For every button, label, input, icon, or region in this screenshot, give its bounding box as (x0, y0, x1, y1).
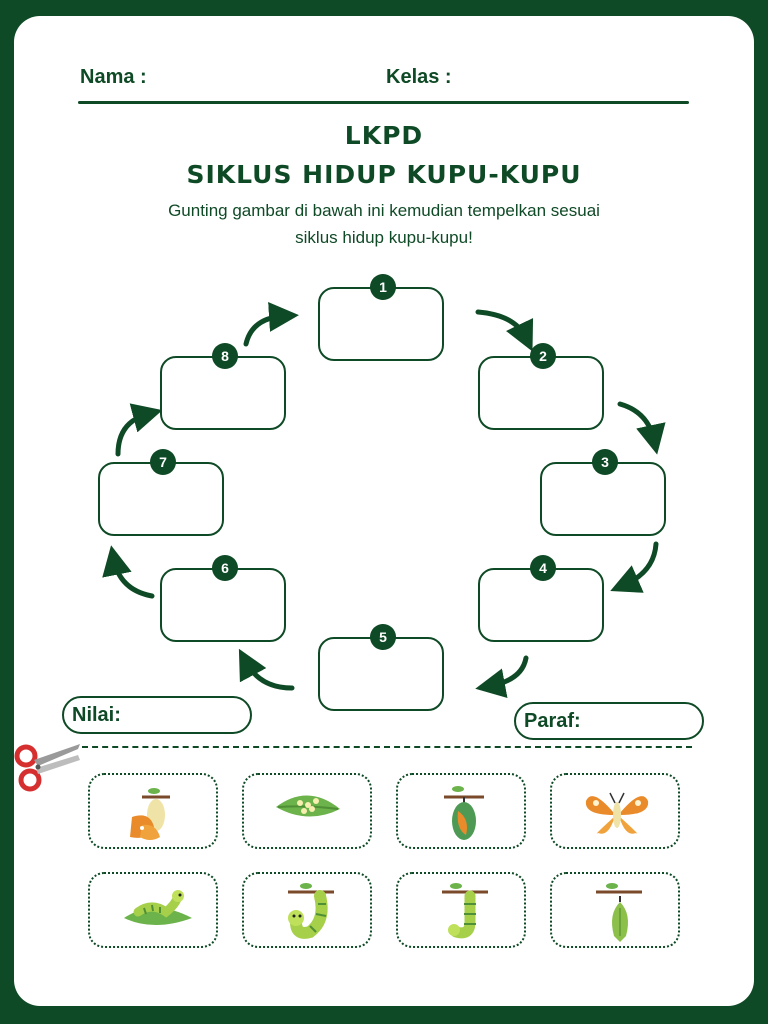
cut-line (82, 746, 692, 748)
paraf-label: Paraf: (524, 710, 581, 732)
header-underline (78, 101, 689, 104)
caterpillar-on-leaf-icon (124, 890, 192, 925)
cut-card-3[interactable] (396, 773, 526, 849)
nilai-label: Nilai: (72, 704, 121, 726)
scissors-icon (14, 744, 80, 792)
arrow-3-4 (610, 541, 659, 593)
page-subtitle: SIKLUS HIDUP KUPU-KUPU (186, 160, 582, 189)
nilai-field[interactable]: Nilai: (62, 696, 252, 734)
instruction-line-1: Gunting gambar di bawah ini kemudian tem… (168, 201, 600, 220)
cut-card-7[interactable] (396, 872, 526, 948)
cut-card-6[interactable] (242, 872, 372, 948)
cycle-number-5: 5 (370, 624, 396, 650)
arrow-5-6 (238, 648, 295, 691)
arrow-7-8 (115, 403, 163, 457)
pupa-icon (596, 883, 642, 942)
cut-card-2[interactable] (242, 773, 372, 849)
caterpillar-j-shape-icon (442, 883, 488, 939)
butterfly-icon (585, 792, 649, 834)
cycle-number-2: 2 (530, 343, 556, 369)
cut-card-8[interactable] (550, 872, 680, 948)
cycle-number-3: 3 (592, 449, 618, 475)
arrow-1-2 (475, 309, 534, 352)
arrow-4-5 (475, 655, 529, 698)
cycle-number-8: 8 (212, 343, 238, 369)
cut-card-4[interactable] (550, 773, 680, 849)
paraf-field[interactable]: Paraf: (514, 702, 704, 740)
instruction-line-2: siklus hidup kupu-kupu! (295, 228, 473, 247)
arrow-2-3 (617, 401, 666, 455)
cycle-number-1: 1 (370, 274, 396, 300)
cut-card-1[interactable] (88, 773, 218, 849)
cycle-number-7: 7 (150, 449, 176, 475)
cut-card-5[interactable] (88, 872, 218, 948)
kelas-label: Kelas : (386, 66, 452, 88)
arrow-6-7 (102, 545, 155, 599)
butterfly-emerging-icon (130, 788, 170, 840)
chrysalis-hanging-icon (444, 786, 484, 840)
nama-label: Nama : (80, 66, 147, 88)
page-title: LKPD (344, 121, 424, 150)
cycle-number-6: 6 (212, 555, 238, 581)
caterpillar-on-branch-icon (288, 883, 334, 939)
cycle-number-4: 4 (530, 555, 556, 581)
arrow-8-1 (243, 301, 299, 347)
leaf-with-eggs-icon (276, 795, 340, 817)
